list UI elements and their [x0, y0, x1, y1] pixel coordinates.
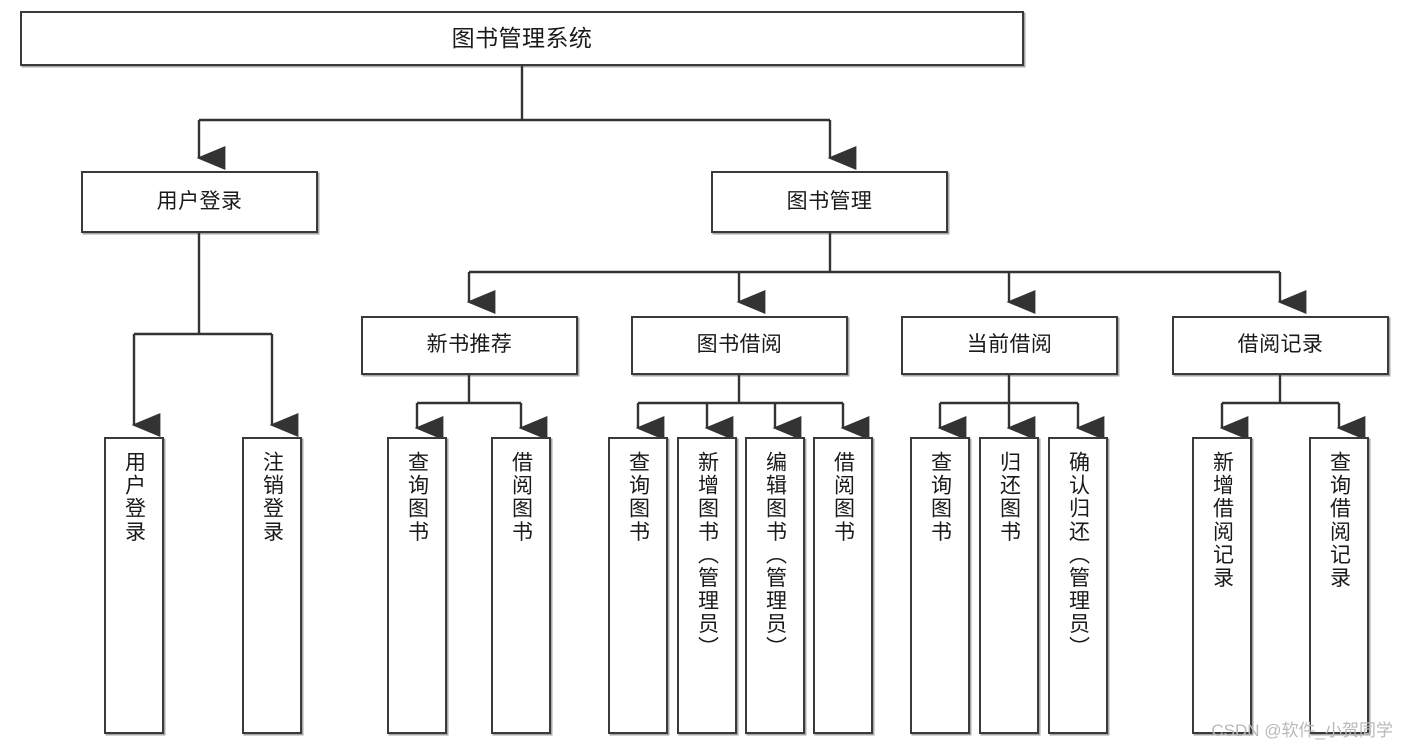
node-leaf-current-query[interactable]: 查询图书 [910, 437, 970, 734]
node-leaf-record-add[interactable]: 新增借阅记录 [1192, 437, 1252, 734]
node-borrow-record[interactable]: 借阅记录 [1172, 316, 1389, 375]
node-leaf-user-logout-label: 注销登录 [260, 451, 284, 544]
node-new-book-recommend[interactable]: 新书推荐 [361, 316, 578, 375]
node-leaf-user-login[interactable]: 用户登录 [104, 437, 164, 734]
node-user-login[interactable]: 用户登录 [81, 171, 318, 233]
node-leaf-user-logout[interactable]: 注销登录 [242, 437, 302, 734]
node-borrow-record-label: 借阅记录 [1237, 333, 1324, 357]
node-leaf-current-query-label: 查询图书 [928, 451, 952, 544]
node-leaf-newbook-query[interactable]: 查询图书 [387, 437, 447, 734]
node-leaf-newbook-borrow-label: 借阅图书 [509, 451, 533, 544]
node-root[interactable]: 图书管理系统 [20, 11, 1024, 66]
node-leaf-borrow-query-label: 查询图书 [626, 451, 650, 544]
node-book-borrow-label: 图书借阅 [696, 333, 783, 357]
node-leaf-record-query-label: 查询借阅记录 [1327, 451, 1351, 590]
node-leaf-current-return[interactable]: 归还图书 [979, 437, 1039, 734]
node-leaf-borrow-query[interactable]: 查询图书 [608, 437, 668, 734]
node-leaf-newbook-borrow[interactable]: 借阅图书 [491, 437, 551, 734]
node-book-management-label: 图书管理 [786, 189, 873, 213]
node-leaf-current-return-label: 归还图书 [997, 451, 1021, 544]
node-current-borrow[interactable]: 当前借阅 [901, 316, 1118, 375]
node-leaf-current-confirm-label: 确认归还（管理员） [1066, 451, 1090, 659]
node-leaf-record-add-label: 新增借阅记录 [1210, 451, 1234, 590]
node-leaf-borrow-edit-label: 编辑图书（管理员） [763, 451, 787, 659]
node-leaf-borrow-borrow[interactable]: 借阅图书 [813, 437, 873, 734]
node-leaf-current-confirm[interactable]: 确认归还（管理员） [1048, 437, 1108, 734]
node-leaf-borrow-add[interactable]: 新增图书（管理员） [677, 437, 737, 734]
node-root-label: 图书管理系统 [451, 24, 593, 51]
node-leaf-borrow-edit[interactable]: 编辑图书（管理员） [745, 437, 805, 734]
node-new-book-recommend-label: 新书推荐 [426, 333, 513, 357]
node-leaf-record-query[interactable]: 查询借阅记录 [1309, 437, 1369, 734]
node-leaf-borrow-borrow-label: 借阅图书 [831, 451, 855, 544]
node-leaf-user-login-label: 用户登录 [122, 451, 146, 544]
node-user-login-label: 用户登录 [156, 189, 243, 213]
node-book-borrow[interactable]: 图书借阅 [631, 316, 848, 375]
node-leaf-borrow-add-label: 新增图书（管理员） [695, 451, 719, 659]
node-current-borrow-label: 当前借阅 [966, 333, 1053, 357]
node-leaf-newbook-query-label: 查询图书 [405, 451, 429, 544]
node-book-management[interactable]: 图书管理 [711, 171, 948, 233]
